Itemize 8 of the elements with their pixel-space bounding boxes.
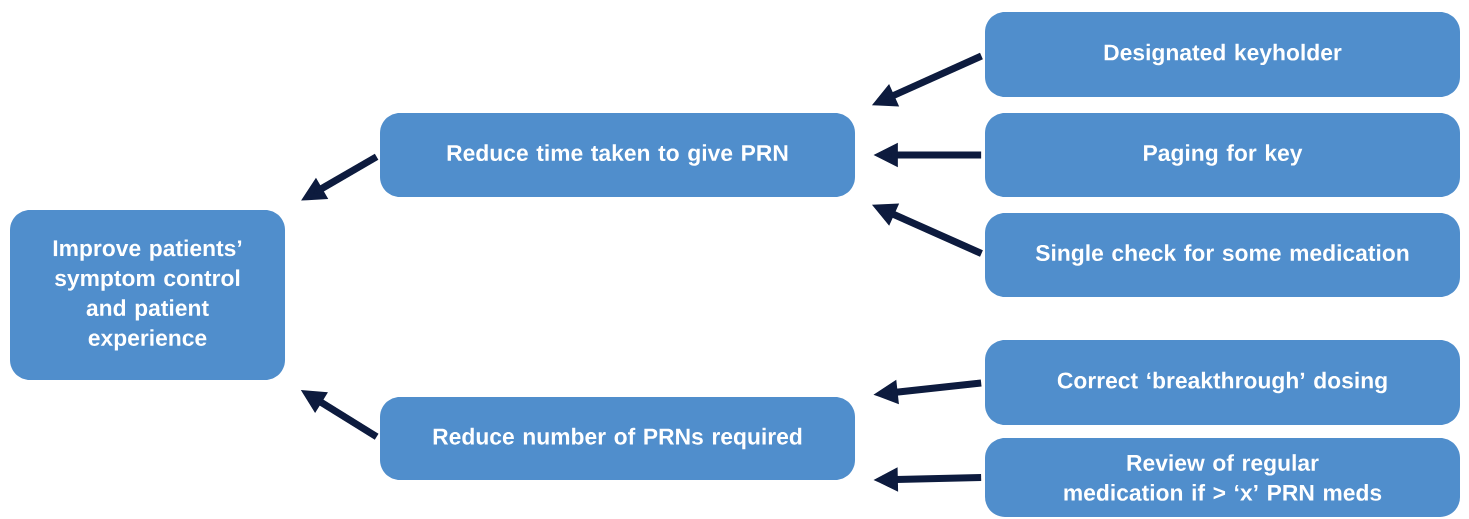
- process-box: Reduce number of PRNs required: [380, 397, 855, 480]
- process-box: Improve patients’ symptom control and patient experience: [10, 210, 285, 380]
- process-box: Single check for some medication: [985, 213, 1460, 297]
- process-box: Review of regular medication if > ‘x’ PRN meds: [985, 438, 1460, 517]
- process-box: Designated keyholder: [985, 12, 1460, 97]
- process-box: Reduce time taken to give PRN: [380, 113, 855, 197]
- process-box: Correct ‘breakthrough’ dosing: [985, 340, 1460, 425]
- process-box: Paging for key: [985, 113, 1460, 197]
